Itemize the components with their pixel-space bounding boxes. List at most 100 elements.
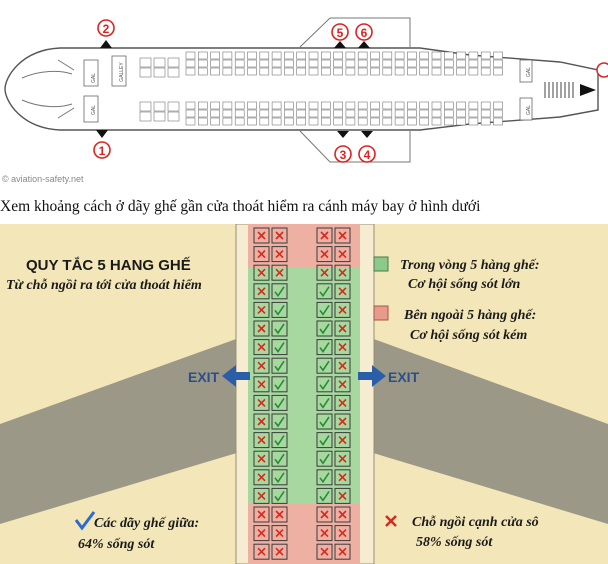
seat <box>334 506 351 523</box>
seat <box>284 59 294 68</box>
check-mark-icon <box>319 490 330 502</box>
check-mark-icon <box>319 323 330 335</box>
legend-green-line2: Cơ hội sống sót lớn <box>408 277 521 292</box>
seat <box>271 283 288 300</box>
cross-mark-icon <box>275 529 284 538</box>
seat <box>493 109 503 118</box>
cross-mark-icon <box>257 380 266 389</box>
seat-rows <box>139 51 503 126</box>
seat <box>253 394 270 411</box>
cockpit-front <box>57 59 75 119</box>
legend-green-swatch <box>373 256 389 272</box>
seat <box>468 101 479 110</box>
seat <box>253 376 270 393</box>
legend-red-swatch <box>373 305 389 321</box>
seat <box>316 525 333 542</box>
seat <box>234 51 245 60</box>
seat <box>334 320 351 337</box>
seat <box>167 57 180 68</box>
seat <box>316 339 333 356</box>
seat <box>316 506 333 523</box>
seat <box>222 59 233 68</box>
seat <box>316 432 333 449</box>
galley-rear-top <box>519 59 533 83</box>
seat <box>456 59 466 68</box>
cross-mark-icon <box>275 547 284 556</box>
seat <box>316 301 333 318</box>
seat <box>185 59 196 68</box>
exit-number: 1 <box>99 144 106 158</box>
seat <box>316 227 333 244</box>
cross-mark-icon <box>320 231 329 240</box>
cross-mark-icon <box>257 454 266 463</box>
seat <box>198 109 208 118</box>
rear-exit-arrow <box>580 84 596 96</box>
seat <box>253 227 270 244</box>
seat <box>253 469 270 486</box>
seat <box>357 67 368 76</box>
seat <box>222 51 233 60</box>
seat <box>259 67 270 76</box>
check-mark-icon <box>319 435 330 446</box>
cross-mark-icon <box>338 250 347 259</box>
cross-mark-icon <box>338 324 347 333</box>
cross-mark-icon <box>257 250 266 259</box>
cross-mark-icon <box>338 529 347 538</box>
seat <box>370 51 380 60</box>
seat <box>316 283 333 300</box>
seat <box>334 357 351 374</box>
cockpit-window <box>21 70 73 108</box>
exit-marker-1: 1 <box>93 130 111 159</box>
seat <box>222 101 233 110</box>
seat <box>185 101 196 110</box>
seat <box>407 51 417 60</box>
check-mark-icon <box>274 304 285 316</box>
seat <box>394 67 405 76</box>
exit-marker-rear <box>596 62 608 78</box>
legend-green: Trong vòng 5 hàng ghế: Cơ hội sống sót l… <box>373 256 540 292</box>
seat <box>308 59 319 68</box>
exit-marker-3: 3 <box>334 131 352 163</box>
galley-rear-bottom <box>519 97 533 121</box>
exit-marker-4: 4 <box>358 131 376 163</box>
cross-mark-icon <box>338 361 347 370</box>
seat <box>253 264 270 281</box>
seat <box>493 117 503 126</box>
seat <box>271 506 288 523</box>
seat-grid <box>253 227 351 560</box>
seat <box>333 101 343 110</box>
seat <box>316 413 333 430</box>
seat <box>296 67 307 76</box>
seat <box>382 117 393 126</box>
seat <box>357 51 368 60</box>
seat <box>234 101 245 110</box>
seat <box>334 339 351 356</box>
stat-window-seat: Chỗ ngồi cạnh cửa sô 58% sống sót <box>385 515 539 550</box>
seat <box>333 117 343 126</box>
cross-mark-icon <box>338 547 347 556</box>
seat <box>431 117 442 126</box>
seat <box>308 117 319 126</box>
seat <box>296 59 307 68</box>
seat <box>284 109 294 118</box>
seat <box>253 246 270 263</box>
seat <box>480 59 491 68</box>
seat <box>271 264 288 281</box>
seat <box>271 301 288 318</box>
seat <box>271 59 282 68</box>
cross-mark-icon <box>257 324 266 333</box>
seat <box>296 109 307 118</box>
seat <box>222 67 233 76</box>
seat <box>333 59 343 68</box>
seat <box>443 117 454 126</box>
seat <box>271 525 288 542</box>
cross-mark-icon <box>257 398 266 407</box>
cross-mark-icon <box>257 268 266 277</box>
check-mark-icon <box>274 435 285 446</box>
legend-red: Bên ngoài 5 hàng ghế: Cơ hội sống sót ké… <box>373 305 536 343</box>
cross-mark-icon <box>338 343 347 352</box>
galley-label: GAL <box>526 67 532 77</box>
seat <box>210 67 220 76</box>
seat <box>480 101 491 110</box>
seat <box>468 117 479 126</box>
